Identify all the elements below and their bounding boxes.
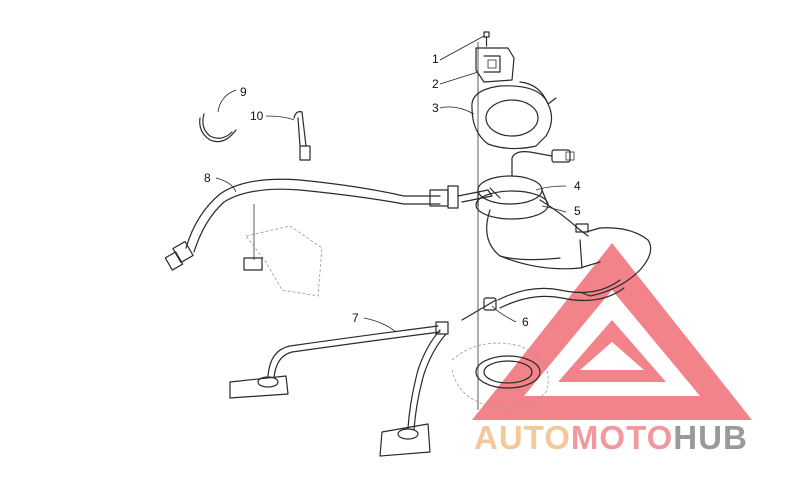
watermark-logo-icon: [472, 243, 752, 420]
hose-clamp-part: [199, 113, 237, 143]
strap-clip-part: [293, 111, 311, 161]
callout-9: 9: [240, 85, 247, 99]
callout-leaders: [215, 35, 567, 333]
fuel-hose-part: [164, 178, 501, 271]
callout-5: 5: [574, 204, 581, 218]
watermark-hub: HUB: [673, 419, 748, 456]
callout-3: 3: [432, 101, 439, 115]
callout-4: 4: [574, 179, 581, 193]
screw-part: [483, 31, 490, 47]
callout-6: 6: [522, 315, 529, 329]
vent-tube-part: [229, 321, 449, 457]
watermark-auto: AUTO: [474, 419, 571, 456]
return-line-part: [461, 279, 625, 321]
callout-7: 7: [352, 311, 359, 325]
bracket-part: [475, 47, 515, 83]
callout-1: 1: [432, 52, 439, 66]
fuel-pump-assembly: [475, 149, 652, 297]
callout-2: 2: [432, 77, 439, 91]
watermark-moto: MOTO: [570, 419, 674, 456]
watermark-text: AUTOMOTOHUB: [474, 418, 748, 458]
callout-8: 8: [204, 171, 211, 185]
ghost-frame-part: [243, 204, 549, 409]
gasket-plate-part: [471, 81, 557, 150]
callout-10: 10: [250, 109, 264, 123]
